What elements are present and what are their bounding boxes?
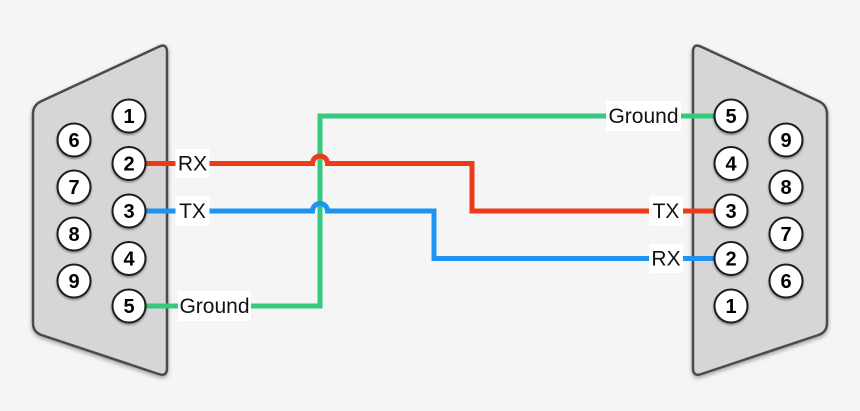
left-pin-9: 9: [56, 263, 92, 299]
label-right-ground: Ground: [606, 101, 681, 131]
left-pin-5: 5: [111, 288, 147, 324]
right-pin-6-number: 6: [780, 271, 791, 293]
left-pin-7-number: 7: [68, 177, 79, 199]
right-pin-4-circle: [713, 146, 749, 181]
label-right-rx-bg: [649, 244, 683, 273]
label-right-tx-bg: [649, 196, 683, 226]
right-pin-4: 4: [713, 146, 749, 181]
right-pin-5-circle: [713, 98, 749, 134]
label-right-tx-text: TX: [653, 200, 680, 223]
right-pin-7-circle: [768, 216, 804, 252]
right-pin-9: 9: [768, 122, 804, 158]
label-left-ground-text: Ground: [179, 295, 249, 318]
right-pin-8: 8: [768, 169, 804, 205]
left-pin-3-number: 3: [123, 201, 134, 223]
left-pin-2-circle: [111, 146, 147, 181]
label-left-tx: TX: [175, 196, 210, 226]
right-pin-2-number: 2: [725, 249, 736, 271]
left-pin-2: 2: [111, 146, 147, 181]
wire-labels: RX TX Ground Ground TX RX: [175, 101, 683, 321]
wire-tx-rx: [129, 201, 731, 261]
left-pin-8-circle: [56, 216, 92, 252]
left-pin-1: 1: [111, 98, 147, 134]
label-left-ground: Ground: [178, 291, 251, 321]
right-pin-6-circle: [768, 263, 804, 299]
left-pin-8: 8: [56, 216, 92, 252]
left-pin-9-circle: [56, 263, 92, 299]
left-pin-1-circle: [111, 98, 147, 134]
right-pin-9-circle: [768, 122, 804, 158]
right-pin-5-number: 5: [725, 106, 736, 128]
left-pin-7-circle: [56, 169, 92, 205]
left-pin-4-number: 4: [123, 249, 135, 271]
left-pin-2-number: 2: [123, 154, 134, 176]
right-pin-2: 2: [713, 241, 749, 276]
right-pin-8-number: 8: [780, 177, 791, 199]
right-connector-pins: 5 4 3 2 1 9 8 7: [713, 98, 804, 324]
label-left-rx: RX: [175, 149, 210, 178]
right-pin-3-circle: [713, 193, 749, 229]
right-pin-7-number: 7: [780, 224, 791, 246]
label-left-ground-bg: [178, 291, 251, 321]
left-pin-5-number: 5: [123, 296, 134, 318]
wire-rx-tx: [129, 153, 731, 214]
right-pin-4-number: 4: [725, 154, 737, 176]
right-pin-5: 5: [713, 98, 749, 134]
left-pin-6-number: 6: [68, 130, 79, 152]
left-pin-6-circle: [56, 122, 92, 158]
label-right-rx: RX: [649, 244, 683, 273]
left-pin-3: 3: [111, 193, 147, 229]
right-pin-3-number: 3: [725, 201, 736, 223]
left-pin-4: 4: [111, 241, 147, 276]
left-connector-pins: 1 2 3 4 5 6 7 8: [56, 98, 147, 324]
label-right-tx: TX: [649, 196, 683, 226]
left-pin-3-circle: [111, 193, 147, 229]
right-pin-3: 3: [713, 193, 749, 229]
right-pin-8-circle: [768, 169, 804, 205]
label-left-tx-text: TX: [179, 200, 206, 223]
right-pin-7: 7: [768, 216, 804, 252]
left-pin-4-circle: [111, 241, 147, 276]
left-pin-1-number: 1: [123, 106, 134, 128]
right-pin-2-circle: [713, 241, 749, 276]
label-left-rx-text: RX: [178, 153, 207, 176]
left-pin-7: 7: [56, 169, 92, 205]
right-pin-9-number: 9: [780, 130, 791, 152]
left-pin-6: 6: [56, 122, 92, 158]
right-pin-1-circle: [713, 288, 749, 324]
left-pin-9-number: 9: [68, 271, 79, 293]
label-right-ground-bg: [606, 101, 681, 131]
left-pin-8-number: 8: [68, 224, 79, 246]
label-left-rx-bg: [175, 149, 210, 178]
label-left-tx-bg: [175, 196, 210, 226]
label-right-ground-text: Ground: [608, 105, 678, 128]
right-pin-6: 6: [768, 263, 804, 299]
label-right-rx-text: RX: [651, 248, 680, 271]
right-pin-1-number: 1: [725, 296, 736, 318]
right-pin-1: 1: [713, 288, 749, 324]
left-pin-5-circle: [111, 288, 147, 324]
